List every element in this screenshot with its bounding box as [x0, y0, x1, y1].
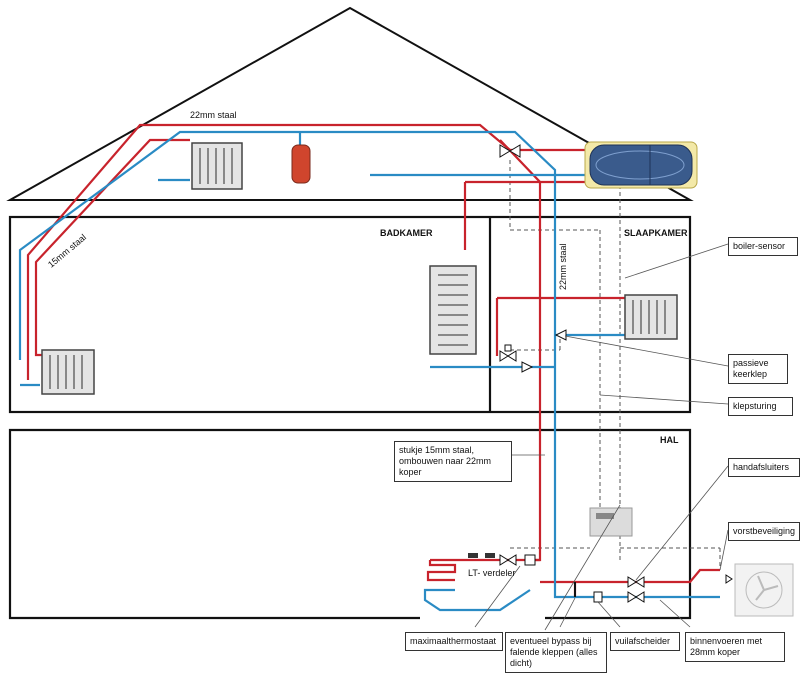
room-label-slaapkamer: SLAAPKAMER: [624, 228, 688, 238]
three-way-valve-icon: [499, 344, 517, 362]
room-label-hal: HAL: [660, 435, 679, 445]
controller-icon: [589, 507, 633, 537]
radiator-icon: [624, 294, 678, 340]
check-valve-icon: [521, 361, 534, 373]
control-wiring: [509, 160, 721, 568]
upper-floor-outline: [8, 215, 692, 414]
callout-passieve-keerklep: passieve keerklep: [728, 354, 788, 384]
callout-binnenvoeren: binnenvoeren met 28mm koper: [685, 632, 785, 662]
callout-vorstbeveiliging: vorstbeveiliging: [728, 522, 800, 541]
radiator-icon: [429, 265, 477, 355]
roof-outline: [6, 6, 694, 201]
boiler-tank-icon: [584, 141, 698, 189]
callout-handafsluiters: handafsluiters: [728, 458, 800, 477]
callout-stukje: stukje 15mm staal, ombouwen naar 22mm ko…: [394, 441, 512, 482]
frost-protection-icon: [725, 574, 733, 584]
vuilafscheider-icon: [593, 591, 603, 603]
lt-verdeler-manifold: [468, 553, 536, 566]
callout-maximaalthermostaat: maximaalthermostaat: [405, 632, 503, 651]
callout-bypass: eventueel bypass bij falende kleppen (al…: [505, 632, 607, 673]
callout-leaders: [474, 243, 729, 631]
callout-boiler-sensor: boiler-sensor: [728, 237, 798, 256]
room-label-badkamer: BADKAMER: [380, 228, 433, 238]
three-way-valve-icon: [499, 144, 521, 158]
callout-klepsturing: klepsturing: [728, 397, 793, 416]
pipe-label-top: 22mm staal: [190, 110, 237, 120]
radiator-icon: [41, 349, 95, 395]
lt-verdeler-label: LT- verdeler: [468, 568, 516, 578]
return-pipes: [18, 130, 720, 612]
callout-vuilafscheider: vuilafscheider: [610, 632, 680, 651]
lower-floor-outline: [8, 428, 692, 620]
radiator-icon: [191, 142, 243, 190]
expansion-vessel-icon: [291, 144, 311, 184]
heat-pump-icon: [734, 563, 794, 617]
hand-valve-icon: [627, 576, 645, 603]
check-valve-icon: [554, 329, 567, 341]
pipe-label-riser: 22mm staal: [558, 243, 568, 290]
